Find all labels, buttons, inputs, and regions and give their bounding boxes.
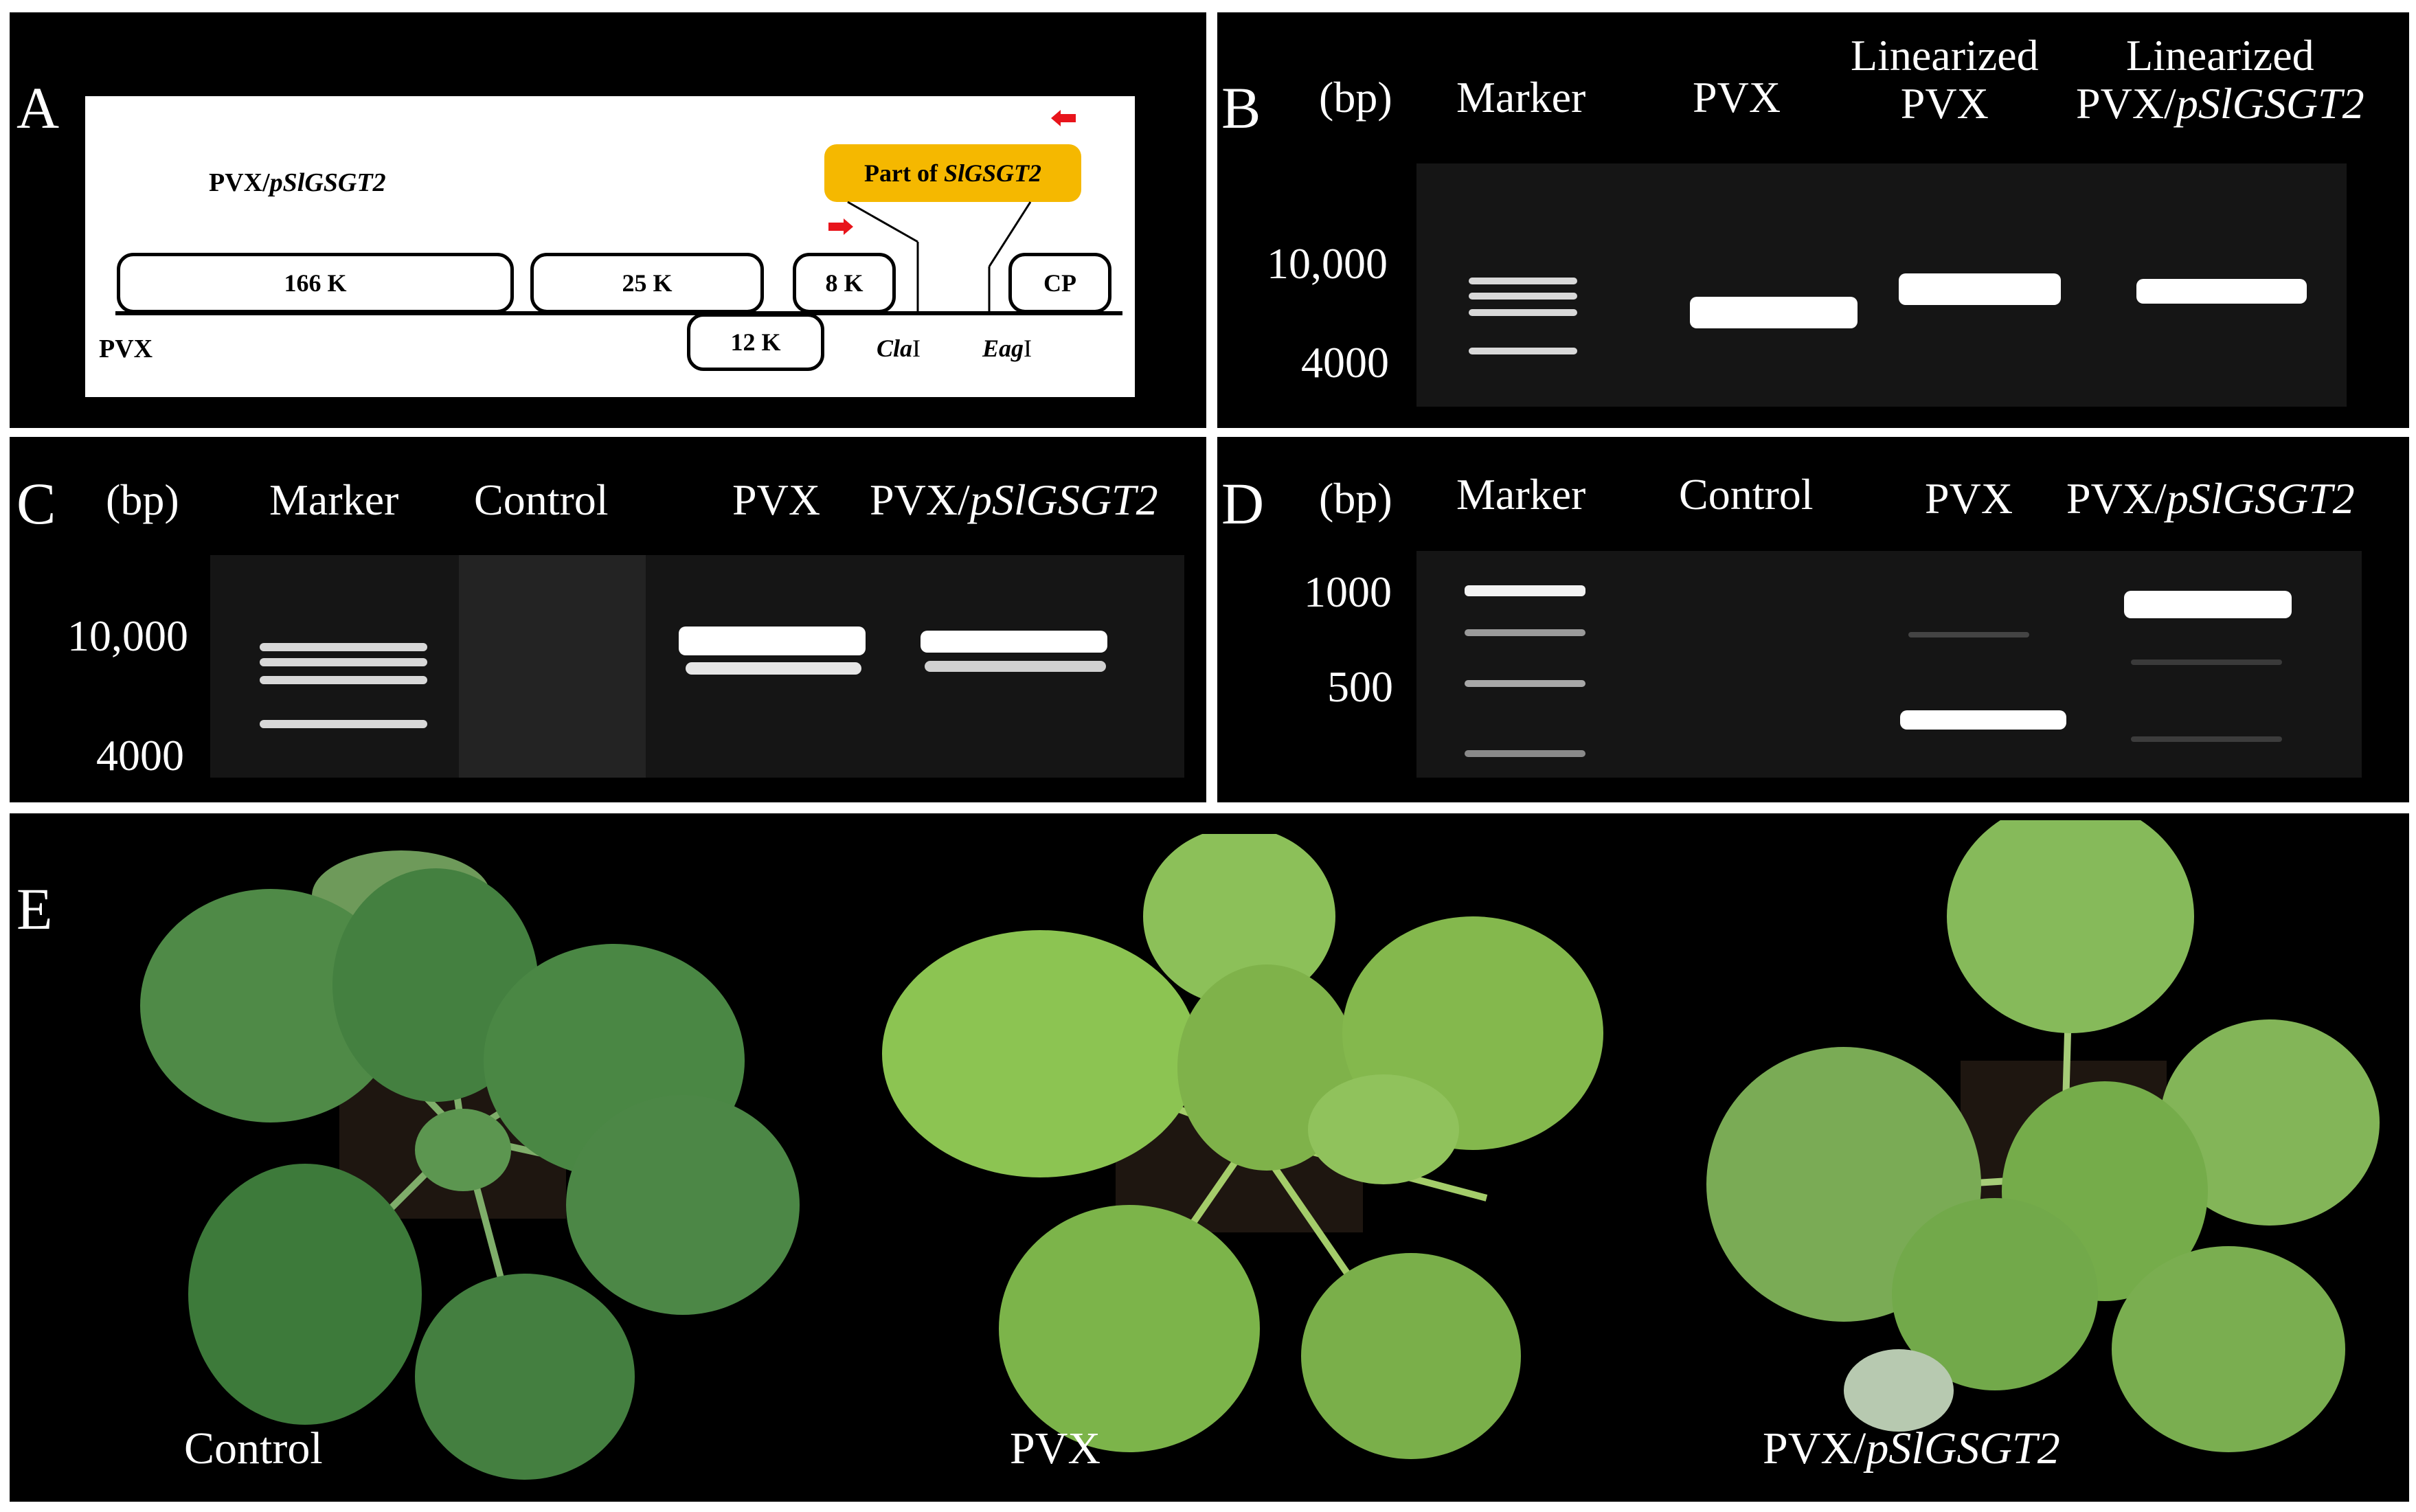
faint-band-construct-low: [2131, 736, 2282, 742]
insert-connector-lines: [115, 201, 1122, 315]
plant-pvx-image: [882, 834, 1603, 1459]
marker-band: [260, 658, 427, 666]
band-linearized-construct: [2136, 279, 2307, 304]
lane-label-pvx: PVX: [732, 475, 821, 524]
reverse-primer-arrow-icon: [1051, 110, 1076, 126]
marker-band: [1465, 750, 1585, 757]
unit-label: (bp): [106, 475, 179, 524]
marker-band: [1465, 629, 1585, 636]
gene-25k: 25 K: [530, 253, 764, 313]
backbone-label: PVX: [99, 335, 153, 363]
panel-label-b: B: [1221, 75, 1261, 141]
lane-label-marker: Marker: [1456, 73, 1586, 122]
band-construct-upper: [921, 631, 1107, 653]
marker-band: [1469, 293, 1577, 300]
band-linearized-pvx: [1899, 273, 2061, 305]
marker-band: [1469, 348, 1577, 354]
panel-e: E Control: [10, 813, 2409, 1502]
caption-control: Control: [184, 1423, 323, 1474]
panel-label-d: D: [1221, 471, 1265, 537]
marker-band: [260, 720, 427, 728]
lane-label-marker: Marker: [1456, 470, 1586, 519]
lane-label-pvx: PVX: [1925, 474, 2013, 523]
band-construct-lower: [925, 661, 1106, 672]
lane-label-construct: PVX/pSlGSGT2: [2066, 474, 2355, 523]
marker-band: [260, 643, 427, 651]
band-pvx: [1900, 710, 2066, 730]
lane-label-pvx: PVX: [1693, 73, 1781, 122]
lane-label-control: Control: [474, 475, 609, 524]
control-lane-smear: [459, 555, 646, 778]
tick-label-1000: 1000: [1304, 567, 1392, 616]
caption-construct: PVX/pSlGSGT2: [1763, 1423, 2060, 1474]
lane-label-linearized-pvx: Linearized PVX: [1851, 31, 2039, 128]
panel-label-e: E: [16, 876, 53, 942]
unit-label: (bp): [1319, 73, 1392, 122]
gene-8k: 8 K: [793, 253, 896, 313]
gene-cp: CP: [1008, 253, 1111, 313]
gene-166k: 166 K: [117, 253, 514, 313]
tick-label-4000: 4000: [1301, 338, 1389, 387]
panel-d: D (bp) Marker Control PVX PVX/pSlGSGT2 1…: [1217, 437, 2409, 802]
lane-label-control: Control: [1679, 470, 1814, 519]
marker-band: [1469, 309, 1577, 316]
plant-construct-image: [1706, 820, 2380, 1452]
band-pvx-upper: [679, 627, 866, 655]
faint-band-construct: [2131, 659, 2282, 665]
band-pvx-lower: [686, 662, 861, 675]
band-pvx: [1690, 297, 1858, 328]
marker-band: [1465, 680, 1585, 687]
site-eagi: EagI: [982, 335, 1032, 362]
tick-label-500: 500: [1327, 662, 1393, 711]
caption-pvx: PVX: [1010, 1423, 1101, 1474]
insert-box: Part of SlGSGT2: [824, 144, 1081, 202]
gel-image-c: [210, 555, 1184, 778]
marker-band: [1469, 278, 1577, 284]
gel-image-b: [1416, 163, 2347, 407]
panel-label-a: A: [16, 75, 60, 141]
gene-12k: 12 K: [687, 313, 824, 371]
construct-name: PVX/pSlGSGT2: [209, 168, 386, 197]
site-clai: ClaI: [877, 335, 921, 362]
marker-band: [1465, 585, 1585, 596]
panel-b: B (bp) Marker PVX Linearized PVX Lineari…: [1217, 12, 2409, 428]
tick-label-10000: 10,000: [1267, 239, 1388, 288]
plasmid-diagram: PVX/pSlGSGT2 Part of SlGSGT2 166 K 25 K …: [85, 96, 1135, 397]
marker-band: [260, 676, 427, 684]
forward-primer-arrow-icon: [828, 218, 853, 235]
plant-control-image: [140, 850, 800, 1480]
panel-c: C (bp) Marker Control PVX PVX/pSlGSGT2 1…: [10, 437, 1206, 802]
band-construct: [2124, 591, 2292, 618]
tick-label-4000: 4000: [96, 731, 184, 780]
faint-band-pvx: [1908, 632, 2029, 637]
lane-label-marker: Marker: [269, 475, 399, 524]
unit-label: (bp): [1319, 474, 1392, 523]
gel-image-d: [1416, 551, 2362, 778]
lane-label-construct: PVX/pSlGSGT2: [870, 475, 1158, 524]
tick-label-10000: 10,000: [67, 611, 188, 660]
panel-label-c: C: [16, 471, 56, 537]
